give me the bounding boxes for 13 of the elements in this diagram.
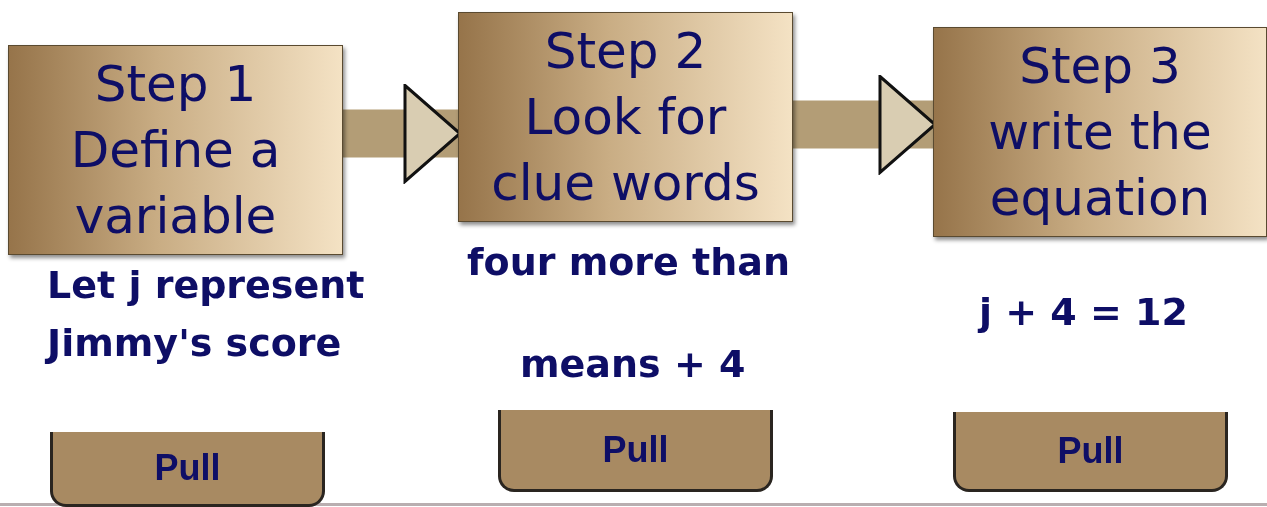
note-text: means + 4 [520, 341, 747, 388]
step-title: Step 2 Look for clue words [490, 21, 761, 214]
tab-label: Pull [1057, 429, 1124, 472]
note-text: Let j represent Jimmy's score [47, 262, 366, 367]
pull-tab [953, 412, 1228, 492]
tab-label: Pull [154, 447, 221, 489]
pull-tab [498, 410, 773, 492]
note-text: four more than [467, 239, 792, 286]
note-text: j + 4 = 12 [979, 289, 1189, 336]
step-title: Step 3 write the equation [987, 36, 1213, 229]
tab-label: Pull [602, 428, 669, 471]
step-title: Step 1 Define a variable [69, 54, 282, 247]
pull-tab [50, 432, 325, 507]
